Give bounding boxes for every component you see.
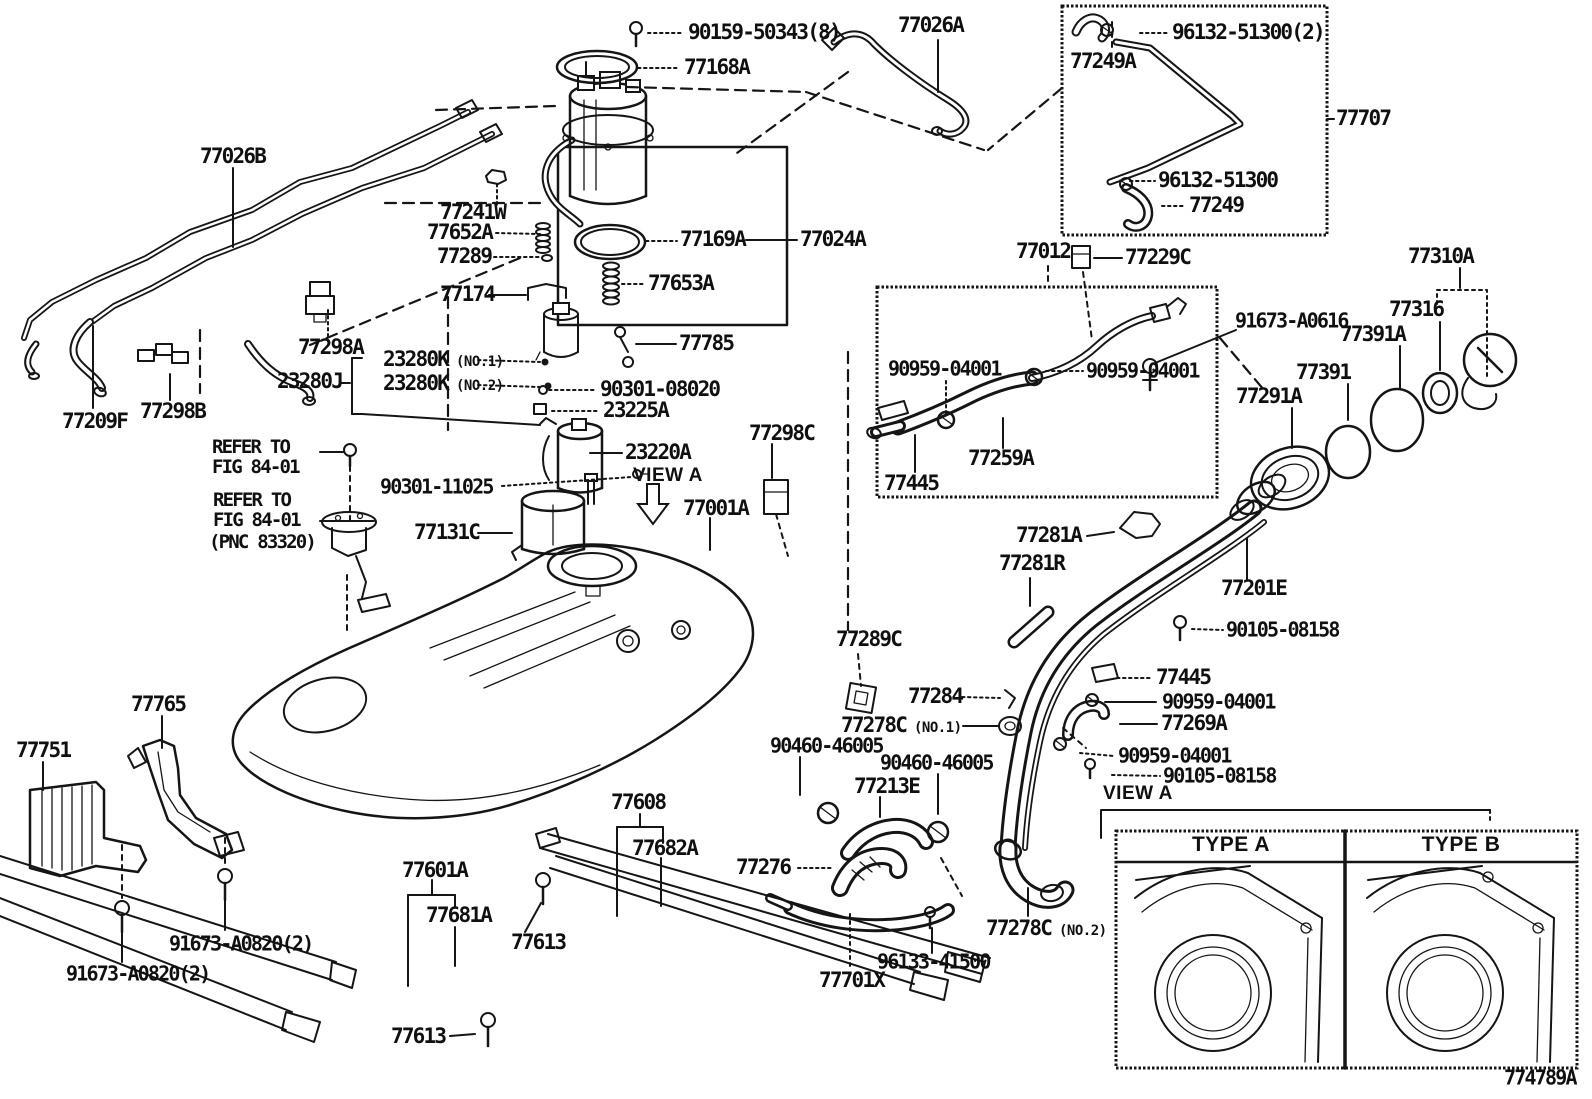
part-label-23280k-no-2-: 23280K (NO.2) (383, 371, 504, 396)
part-label-77298a: 77298A (298, 335, 365, 360)
part-label-view-a: VIEW A (1103, 783, 1173, 805)
part-label-23220a: 23220A (625, 440, 692, 465)
part-label-77601a: 77601A (402, 858, 469, 883)
part-label-77213e: 77213E (854, 774, 921, 799)
part-label-90301-11025: 90301-11025 (380, 474, 494, 499)
part-label-77209f: 77209F (62, 409, 129, 434)
part-label-77174: 77174 (440, 282, 496, 307)
part-label-77751: 77751 (16, 738, 72, 763)
part-label-91673-a0616: 91673-A0616 (1235, 308, 1349, 333)
part-label-suffix: (NO.1) (448, 354, 504, 371)
part-label-77765: 77765 (131, 692, 187, 717)
part-label-77298b: 77298B (140, 399, 207, 424)
part-label-90959-04001: 90959-04001 (1118, 743, 1232, 768)
part-label-774789a: 774789A (1504, 1065, 1577, 1090)
part-label-90959-04001: 90959-04001 (888, 356, 1002, 381)
part-label-77291a: 77291A (1236, 384, 1303, 409)
part-label-77289c: 77289C (836, 627, 903, 652)
part-label-90959-04001: 90959-04001 (1162, 689, 1276, 714)
part-label-77701x: 77701X (819, 968, 886, 993)
part-label-91673-a0820-2-: 91673-A0820(2) (66, 961, 211, 986)
part-label-90105-08158: 90105-08158 (1226, 617, 1340, 642)
part-label-77131c: 77131C (414, 520, 481, 545)
part-label-77281a: 77281A (1016, 523, 1083, 548)
part-label-suffix: (NO.2) (448, 378, 504, 395)
part-label-77024a: 77024A (800, 227, 867, 252)
part-label-type-b: TYPE B (1421, 833, 1501, 857)
part-label-77269a: 77269A (1161, 711, 1228, 736)
part-label-77613: 77613 (391, 1024, 447, 1049)
part-label-refer-to: REFER TO (212, 436, 291, 459)
part-label-77026a: 77026A (898, 13, 965, 38)
part-label-90959-04001: 90959-04001 (1086, 358, 1200, 383)
part-label-77652a: 77652A (427, 220, 494, 245)
part-label-23280k-no-1-: 23280K (NO.1) (383, 347, 504, 372)
part-label-77316: 77316 (1389, 297, 1445, 322)
part-label-77169a: 77169A (680, 227, 747, 252)
part-label-90105-08158: 90105-08158 (1163, 763, 1277, 788)
part-label-77012: 77012 (1016, 239, 1072, 264)
part-label-77298c: 77298C (749, 421, 816, 446)
part-label-fig-84-01: FIG 84-01 (213, 509, 302, 532)
part-label-type-a: TYPE A (1191, 833, 1271, 857)
part-label-view-a: VIEW A (633, 465, 703, 487)
part-label-96133-41500: 96133-41500 (877, 949, 991, 974)
part-label-77653a: 77653A (648, 271, 715, 296)
part-label-77249a: 77249A (1070, 49, 1137, 74)
part-label-77168a: 77168A (684, 55, 751, 80)
part-label-fig-84-01: FIG 84-01 (212, 456, 301, 479)
part-label-77281r: 77281R (999, 551, 1066, 576)
part-label-77278c-no-1-: 77278C (NO.1) (841, 713, 962, 738)
part-label-77241w: 77241W (440, 200, 507, 225)
part-label-77445: 77445 (1156, 665, 1212, 690)
part-label-77201e: 77201E (1221, 576, 1288, 601)
part-label-23280j: 23280J (277, 369, 344, 394)
part-label-77278c-no-2-: 77278C (NO.2) (986, 916, 1107, 941)
part-label-96132-51300-2-: 96132-51300(2) (1172, 20, 1326, 45)
part-label-suffix: (NO.2) (1051, 923, 1107, 940)
part-label-77391: 77391 (1296, 360, 1352, 385)
part-label-91673-a0820-2-: 91673-A0820(2) (169, 931, 314, 956)
part-label-77681a: 77681A (426, 903, 493, 928)
part-label-77608: 77608 (611, 790, 667, 815)
part-label--pnc-83320-: (PNC 83320) (209, 531, 317, 554)
part-label-77259a: 77259A (968, 446, 1035, 471)
part-label-90460-46005: 90460-46005 (770, 733, 884, 758)
part-label-77391a: 77391A (1340, 322, 1407, 347)
part-label-77229c: 77229C (1125, 245, 1192, 270)
part-label-refer-to: REFER TO (213, 489, 292, 512)
part-label-suffix: (NO.1) (906, 720, 962, 737)
part-label-77613: 77613 (511, 930, 567, 955)
part-label-77276: 77276 (736, 855, 792, 880)
part-label-90301-08020: 90301-08020 (600, 377, 721, 402)
part-label-96132-51300: 96132-51300 (1158, 168, 1279, 193)
part-label-77445: 77445 (884, 471, 940, 496)
part-label-77289: 77289 (437, 244, 493, 269)
part-label-77026b: 77026B (200, 144, 267, 169)
part-label-77001a: 77001A (683, 496, 750, 521)
part-label-77310a: 77310A (1408, 244, 1475, 269)
part-label-77707: 77707 (1336, 106, 1392, 131)
part-label-77785: 77785 (679, 331, 735, 356)
part-label-77249: 77249 (1189, 193, 1245, 218)
part-label-90159-50343-8-: 90159-50343(8) (688, 20, 842, 45)
part-label-77682a: 77682A (632, 836, 699, 861)
part-label-77284: 77284 (908, 684, 964, 709)
part-label-90460-46005: 90460-46005 (880, 750, 994, 775)
part-label-23225a: 23225A (603, 398, 670, 423)
